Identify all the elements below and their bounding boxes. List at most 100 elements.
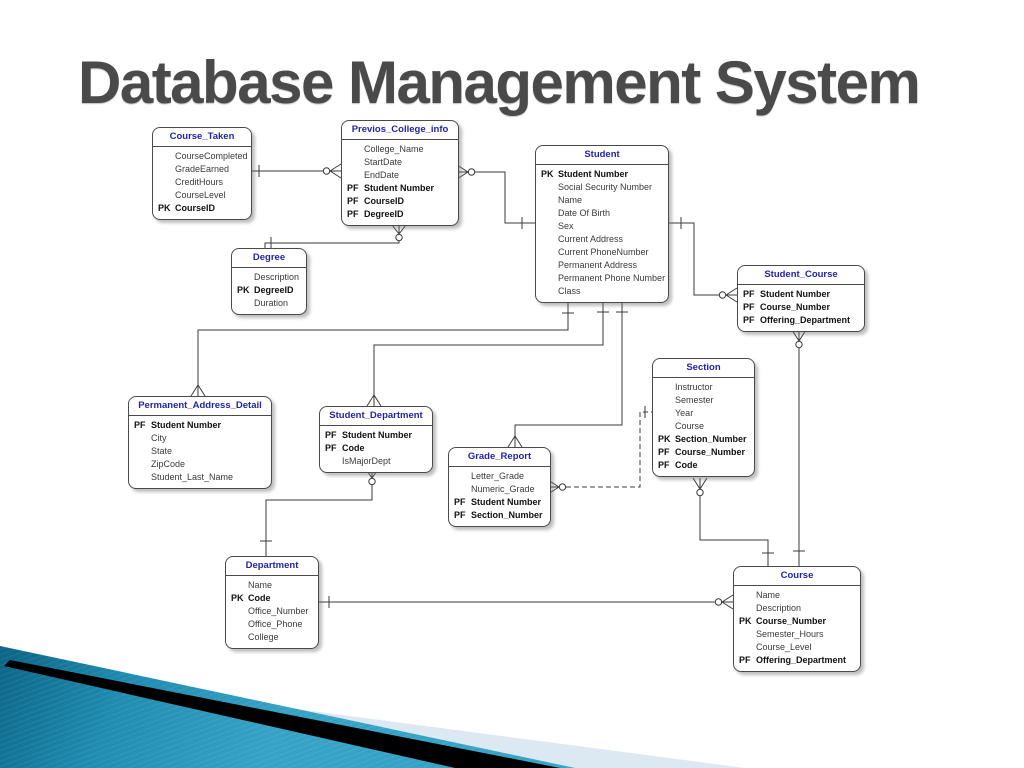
field-key bbox=[228, 579, 248, 592]
entity-title: Student_Course bbox=[738, 266, 864, 285]
field-key bbox=[538, 194, 558, 207]
rel-studentcourse-course bbox=[791, 329, 807, 566]
field-name: Course_Number bbox=[756, 616, 827, 626]
entity-title: Department bbox=[226, 557, 318, 576]
rel-section-course bbox=[692, 477, 774, 566]
field-name: Student Number bbox=[364, 183, 435, 193]
field-name: Name bbox=[756, 590, 781, 600]
field-key bbox=[655, 394, 675, 407]
field-key bbox=[234, 271, 254, 284]
field-key bbox=[131, 445, 151, 458]
field-key: PF bbox=[658, 460, 670, 470]
entity-field-row: Name bbox=[736, 589, 858, 602]
field-key bbox=[155, 189, 175, 202]
field-name: Course_Level bbox=[756, 642, 812, 652]
field-key bbox=[155, 150, 175, 163]
field-name: State bbox=[151, 446, 173, 456]
field-name: Name bbox=[248, 580, 273, 590]
field-key bbox=[228, 631, 248, 644]
entity-field-row: PK Course_Number bbox=[736, 615, 858, 628]
entity-title: Previos_College_info bbox=[342, 121, 458, 140]
entity-field-row: City bbox=[131, 432, 269, 445]
field-key: PK bbox=[739, 616, 752, 626]
entity-field-row: EndDate bbox=[344, 169, 456, 182]
field-name: CourseCompleted bbox=[175, 151, 248, 161]
field-key bbox=[736, 628, 756, 641]
field-key bbox=[736, 602, 756, 615]
field-key bbox=[538, 181, 558, 194]
field-name: Numeric_Grade bbox=[471, 484, 535, 494]
field-name: Offering_Department bbox=[760, 315, 851, 325]
entity-title: Course bbox=[734, 567, 860, 586]
entity-field-row: Semester bbox=[655, 394, 752, 407]
field-name: EndDate bbox=[364, 170, 400, 180]
field-name: Permanent Address bbox=[558, 260, 638, 270]
entity-field-row: Permanent Phone Number bbox=[538, 272, 666, 285]
field-key bbox=[538, 233, 558, 246]
entity-field-row: Numeric_Grade bbox=[451, 483, 548, 496]
rel-coursetaken-previoscollege bbox=[250, 163, 342, 179]
field-key: PF bbox=[743, 302, 755, 312]
entity-field-row: College bbox=[228, 631, 316, 644]
field-name: Semester_Hours bbox=[756, 629, 824, 639]
entity-field-row: Current Address bbox=[538, 233, 666, 246]
black-stripe bbox=[4, 660, 560, 768]
field-name: Office_Number bbox=[248, 606, 309, 616]
field-name: DegreeID bbox=[254, 285, 294, 295]
entity-title: Degree bbox=[232, 249, 306, 268]
field-name: College_Name bbox=[364, 144, 424, 154]
field-key: PF bbox=[739, 655, 751, 665]
field-name: CourseID bbox=[175, 203, 216, 213]
entity-field-row: PF Student Number bbox=[131, 419, 269, 432]
entity-field-row: Description bbox=[234, 271, 304, 284]
entity-field-row: Date Of Birth bbox=[538, 207, 666, 220]
field-name: StartDate bbox=[364, 157, 403, 167]
entity-field-row: Name bbox=[228, 579, 316, 592]
field-name: Name bbox=[558, 195, 583, 205]
field-key bbox=[344, 143, 364, 156]
field-key: PF bbox=[454, 497, 466, 507]
field-key: PF bbox=[325, 443, 337, 453]
field-name: Course_Number bbox=[675, 447, 746, 457]
field-name: Instructor bbox=[675, 382, 713, 392]
entity-field-row: Duration bbox=[234, 297, 304, 310]
field-key bbox=[131, 458, 151, 471]
teal-wedge-hatch bbox=[0, 646, 575, 768]
field-name: Student Number bbox=[760, 289, 831, 299]
field-name: ZipCode bbox=[151, 459, 186, 469]
field-name: CourseLevel bbox=[175, 190, 226, 200]
entity-title: Grade_Report bbox=[449, 448, 550, 467]
field-name: Current Address bbox=[558, 234, 624, 244]
field-name: Student Number bbox=[151, 420, 222, 430]
entity-title: Section bbox=[653, 359, 754, 378]
field-key bbox=[736, 589, 756, 602]
entity-field-row: CourseCompleted bbox=[155, 150, 249, 163]
field-name: Student Number bbox=[342, 430, 413, 440]
field-key bbox=[228, 605, 248, 618]
field-name: Section_Number bbox=[471, 510, 543, 520]
rel-studentdept-department bbox=[260, 467, 380, 556]
field-name: CreditHours bbox=[175, 177, 224, 187]
field-key bbox=[655, 420, 675, 433]
field-name: Social Security Number bbox=[558, 182, 653, 192]
field-name: Course bbox=[675, 421, 705, 431]
entity-field-row: State bbox=[131, 445, 269, 458]
field-key: PF bbox=[134, 420, 146, 430]
field-name: Description bbox=[254, 272, 300, 282]
